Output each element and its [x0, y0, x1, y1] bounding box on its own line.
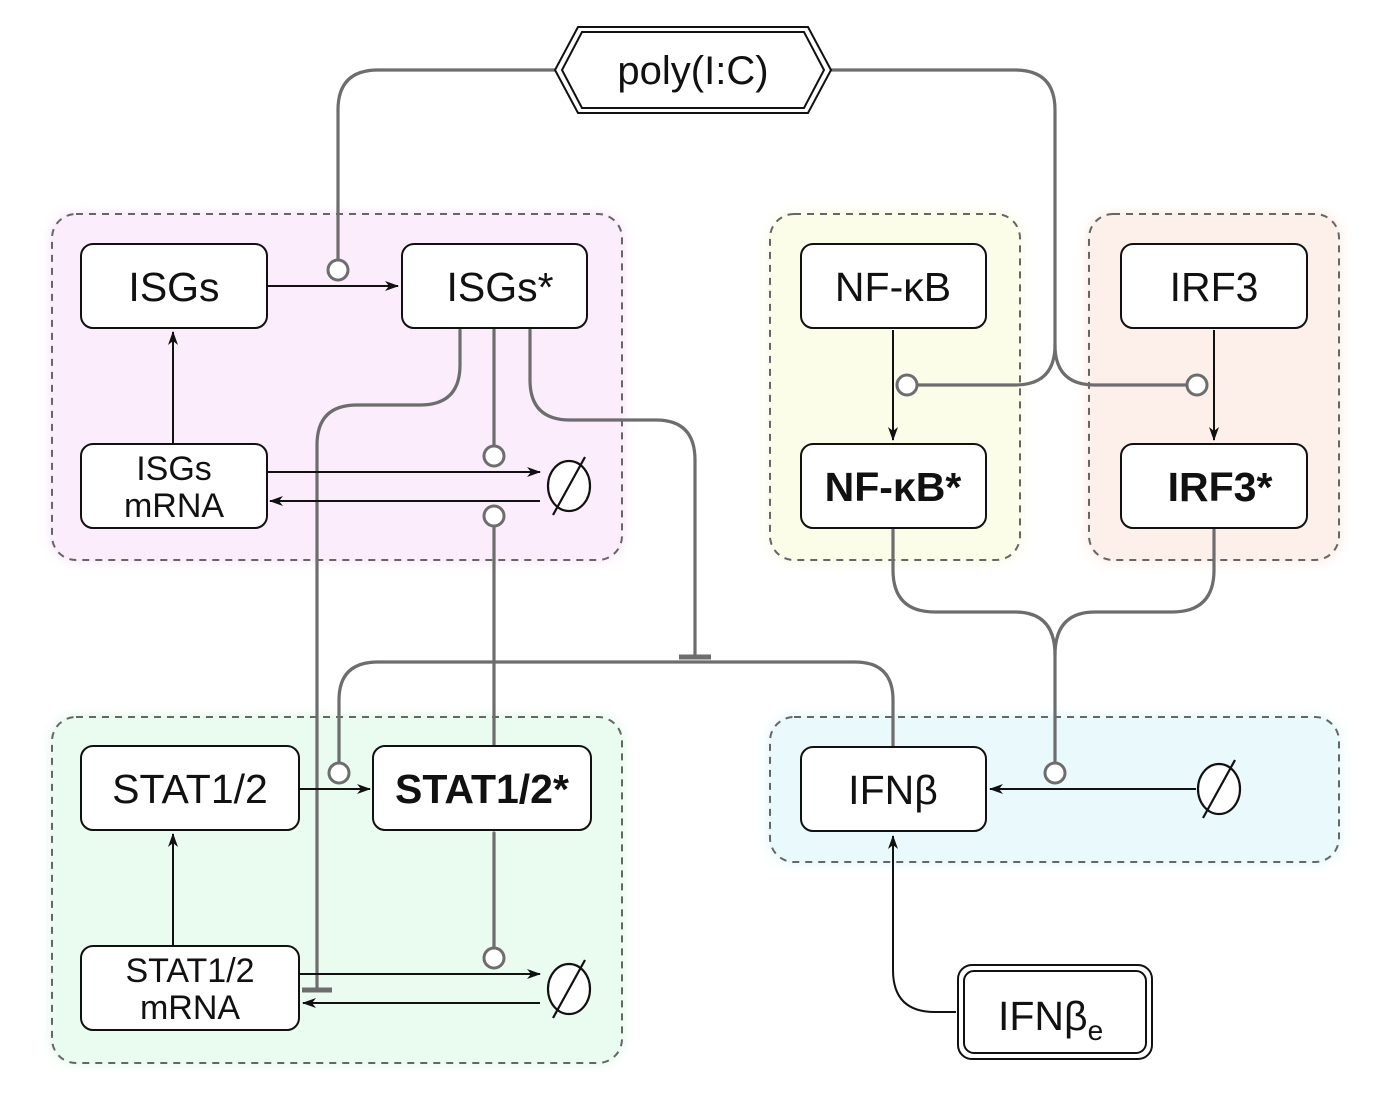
circle-modulator-icon: [482, 444, 506, 468]
circle-modulator-icon: [482, 946, 506, 970]
irf3-active-node: IRF3*: [1120, 443, 1308, 529]
isgs-active-to-ifnb-inhibition: [528, 328, 697, 657]
stat-mrna-label-line1: STAT1/2: [125, 952, 254, 990]
circle-modulator-icon: [482, 504, 506, 528]
isgs-active-to-stat-mrna-inhibition: [315, 328, 462, 992]
ifnb-to-stat-activation: [337, 660, 895, 764]
stat-active-node: STAT1/2*: [372, 745, 592, 831]
poly-ic-to-irf3-branch: [1053, 343, 1188, 387]
stat-mrna-label-line2: mRNA: [140, 989, 240, 1027]
stat-empty-set-icon: [546, 959, 592, 1019]
stat-active-label: STAT1/2*: [395, 766, 569, 812]
isgs-mrna-node: ISGs mRNA: [80, 443, 268, 529]
nfkb-active-node: NF-κB*: [800, 443, 987, 529]
irf3-to-ifnb-production: [1053, 528, 1216, 657]
ifnb-node: IFNβ: [800, 746, 987, 832]
stat-label: STAT1/2: [112, 766, 268, 812]
poly-ic-label: poly(I:C): [617, 49, 768, 93]
isgs-active-node: ISGs*: [401, 243, 588, 329]
nfkb-active-label: NF-κB*: [825, 464, 962, 510]
gray-connectors: [302, 68, 1216, 993]
modulator-circles: [326, 258, 1209, 970]
poly-ic-to-isgs-connector: [336, 68, 560, 264]
isgs-node: ISGs: [80, 243, 268, 329]
irf3-label: IRF3: [1170, 264, 1259, 310]
poly-ic-node: poly(I:C): [553, 26, 833, 114]
irf3-active-label: IRF3*: [1168, 464, 1273, 510]
irf3-node: IRF3: [1120, 243, 1308, 329]
ifnb-external-node: IFNβe: [957, 964, 1153, 1060]
stat-mrna-node: STAT1/2 mRNA: [80, 945, 300, 1031]
isgs-label: ISGs: [128, 264, 219, 310]
ifnb-label: IFNβ: [848, 767, 938, 813]
poly-ic-to-nfkb-irf3-connector: [826, 68, 1057, 387]
isgs-empty-set-icon: [546, 456, 592, 516]
isgs-mrna-label-line2: mRNA: [124, 487, 224, 525]
ifnb-external-main: IFNβ: [998, 993, 1088, 1039]
isgs-mrna-label-line1: ISGs: [136, 450, 212, 488]
circle-modulator-icon: [895, 373, 919, 397]
ifnb-empty-set-icon: [1196, 759, 1242, 819]
nfkb-label: NF-κB: [835, 264, 951, 310]
circle-modulator-icon: [1185, 373, 1209, 397]
black-arrows: [168, 281, 1219, 1013]
stat-node: STAT1/2: [80, 745, 300, 831]
ifnb-external-label: IFNβe: [998, 993, 1103, 1046]
empty-sets: [546, 456, 1242, 1019]
ifnb-external-arrow: [888, 835, 956, 1013]
nfkb-node: NF-κB: [800, 243, 987, 329]
circle-modulator-icon: [327, 761, 351, 785]
circle-modulator-icon: [326, 258, 350, 282]
nfkb-irf3-to-ifnb-production: [891, 528, 1057, 764]
circle-modulator-icon: [1043, 761, 1067, 785]
ifnb-external-subscript: e: [1088, 1015, 1104, 1046]
isgs-active-label: ISGs*: [446, 264, 553, 310]
